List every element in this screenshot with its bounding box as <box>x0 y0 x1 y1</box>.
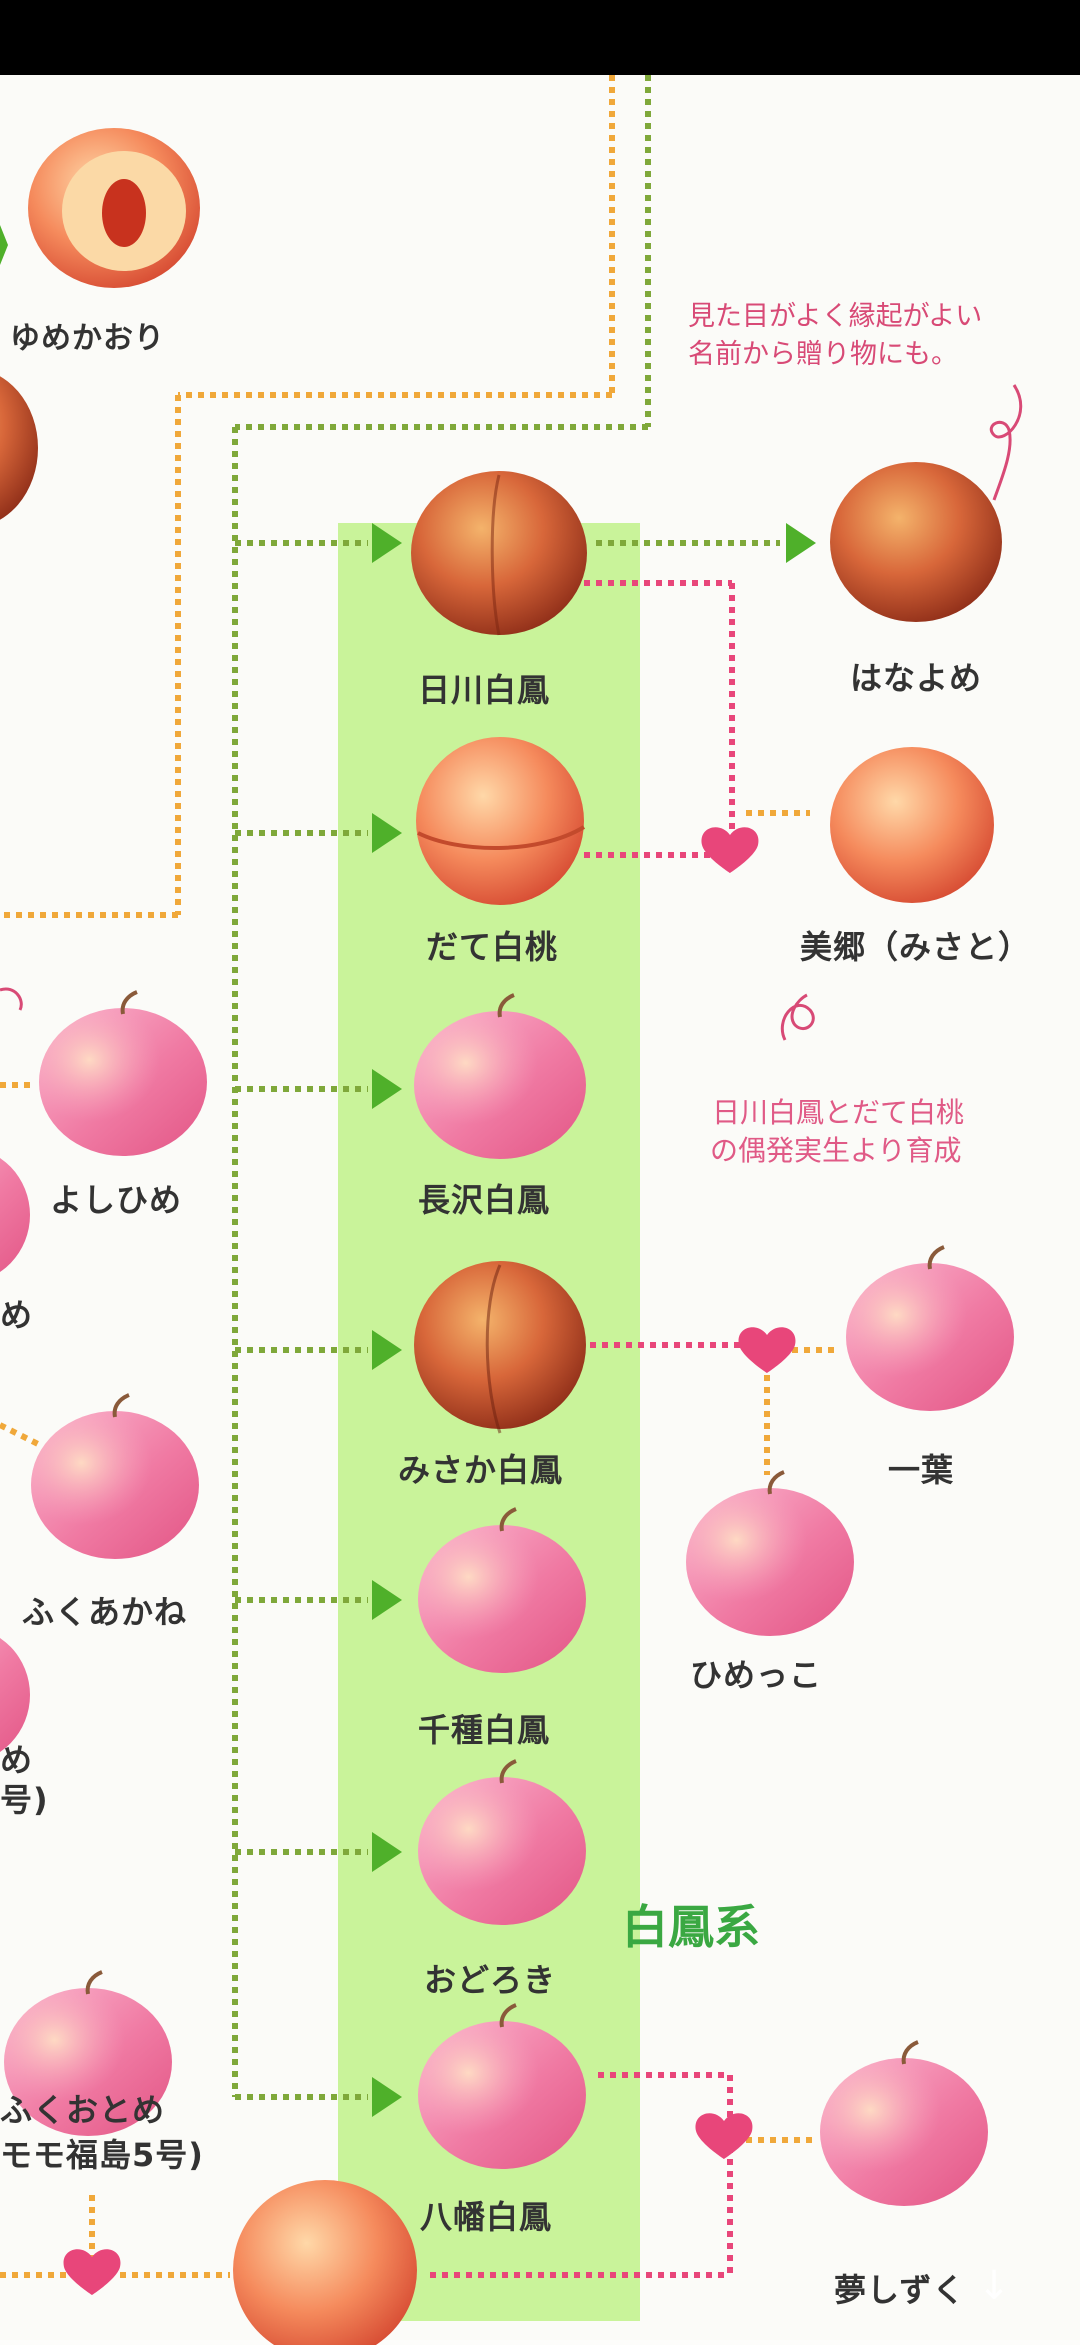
label-odoroki: おどろき <box>424 1961 557 1999</box>
label-yawata: 八幡白鳳 <box>420 2198 553 2236</box>
label-left-cut-2: め <box>0 1741 34 1779</box>
label-fukuotome: ふくおとめ <box>0 2091 166 2129</box>
label-misaka: みさか白鳳 <box>398 1451 564 1489</box>
label-left-cut-1: め <box>0 1296 34 1334</box>
left-cut-pink-peach-2 <box>0 1638 30 1752</box>
label-fukuotome-sub: モモ福島5号) <box>0 2136 204 2174</box>
note-misato-line1: 日川白鳳とだて白桃 <box>712 1096 965 1129</box>
left-cut-peach-image <box>0 376 38 520</box>
label-left-cut-3: 号) <box>0 1781 49 1819</box>
misato-peach-image <box>830 747 994 903</box>
hikawa-peach-image <box>411 471 587 636</box>
ichiyo-peach-icon <box>846 1245 1014 1411</box>
peach-lineage-diagram: ゆめかおり 日川白鳳 はなよめ だて白桃 美郷（みさと） 長沢白鳳 よしひめ み… <box>0 75 1080 2345</box>
label-chikusa: 千種白鳳 <box>418 1711 551 1749</box>
yumekaori-peach-image <box>28 128 200 288</box>
label-yoshihime: よしひめ <box>50 1181 183 1219</box>
chikusa-peach-icon <box>418 1507 586 1673</box>
misaka-peach-image <box>414 1261 586 1434</box>
connection-lines <box>0 75 1023 2295</box>
label-nagasawa: 長沢白鳳 <box>418 1181 551 1219</box>
left-cut-pink-peach-1 <box>0 1158 30 1272</box>
note-hanayome-line2: 名前から贈り物にも。 <box>688 339 958 370</box>
note-hanayome-line1: 見た目がよく縁起がよい <box>688 301 983 332</box>
label-ichiyo: 一葉 <box>888 1451 955 1489</box>
nagasawa-peach-icon <box>414 993 586 1159</box>
fukuakane-peach-icon <box>31 1393 199 1559</box>
bottom-real-peach-image <box>233 2180 417 2345</box>
label-hanayome: はなよめ <box>850 659 983 697</box>
date-peach-image <box>416 737 586 905</box>
label-fukuakane: ふくあかね <box>22 1593 188 1631</box>
series-title: 白鳳系 <box>622 1900 760 1954</box>
yumeshizuku-peach-icon <box>820 2040 988 2206</box>
note-misato-line2: の偶発実生より育成 <box>710 1134 962 1167</box>
yoshihime-peach-icon <box>39 990 207 1156</box>
label-date: だて白桃 <box>426 928 559 966</box>
label-hikawa: 日川白鳳 <box>418 671 551 709</box>
hanayome-peach-image <box>830 462 1002 622</box>
label-yumeshizuku: 夢しずく <box>834 2271 966 2309</box>
himekko-peach-icon <box>686 1470 854 1636</box>
label-yumekaori: ゆめかおり <box>10 321 165 356</box>
status-bar <box>0 0 1080 75</box>
label-himekko: ひめっこ <box>690 1656 823 1694</box>
scroll-down-icon[interactable]: ↓ <box>977 2263 1011 2309</box>
odoroki-peach-icon <box>418 1759 586 1925</box>
label-misato: 美郷（みさと） <box>800 928 1032 966</box>
fukuotome-peach-icon <box>4 1970 172 2136</box>
yawata-peach-icon <box>418 2003 586 2169</box>
